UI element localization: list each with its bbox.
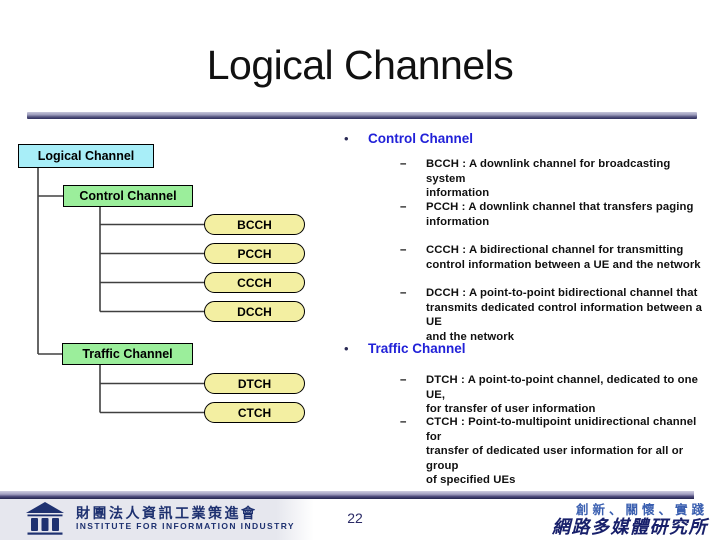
dash-icon: –: [400, 374, 407, 386]
bullet-icon: •: [344, 341, 349, 356]
footer-org-name-chinese: 財團法人資訊工業策進會: [76, 505, 258, 521]
list-item-pcch: – PCCH : A downlink channel that transfe…: [400, 200, 712, 229]
list-item-ccch: – CCCH : A bidirectional channel for tra…: [400, 243, 712, 272]
list-item-dcch: – DCCH : A point-to-point bidirectional …: [400, 286, 712, 344]
dash-icon: –: [400, 201, 407, 213]
title-divider: [27, 112, 697, 119]
list-item-dtch: – DTCH : A point-to-point channel, dedic…: [400, 373, 712, 417]
dash-icon: –: [400, 287, 407, 299]
tree-node-bcch: BCCH: [204, 214, 305, 235]
list-item-text: CTCH : Point-to-multipoint unidirectiona…: [426, 416, 697, 486]
bullet-icon: •: [344, 131, 349, 146]
section-heading-control-channel: • Control Channel: [340, 130, 473, 147]
page-title: Logical Channels: [206, 42, 514, 88]
footer-org-name-english: INSTITUTE FOR INFORMATION INDUSTRY: [76, 521, 296, 531]
dash-icon: –: [400, 416, 407, 428]
list-item-text: BCCH : A downlink channel for broadcasti…: [426, 158, 671, 199]
footer-lab-name-chinese: 網路多媒體研究所: [552, 517, 708, 538]
iii-institute-logo-icon: [26, 502, 64, 535]
section-heading-label: Control Channel: [368, 131, 473, 146]
tree-node-dcch: DCCH: [204, 301, 305, 322]
list-item-text: DTCH : A point-to-point channel, dedicat…: [426, 374, 699, 415]
footer-divider-bar: [0, 491, 694, 499]
tree-node-pcch: PCCH: [204, 243, 305, 264]
tree-node-ccch: CCCH: [204, 272, 305, 293]
tree-node-logical-channel: Logical Channel: [18, 144, 154, 168]
section-heading-traffic-channel: • Traffic Channel: [340, 340, 466, 357]
tree-node-traffic-channel: Traffic Channel: [62, 343, 193, 365]
list-item-bcch: – BCCH : A downlink channel for broadcas…: [400, 157, 712, 201]
list-item-text: PCCH : A downlink channel that transfers…: [426, 201, 694, 228]
tree-node-dtch: DTCH: [204, 373, 305, 394]
dash-icon: –: [400, 244, 407, 256]
list-item-text: CCCH : A bidirectional channel for trans…: [426, 244, 701, 271]
list-item-ctch: – CTCH : Point-to-multipoint unidirectio…: [400, 415, 712, 488]
tree-node-control-channel: Control Channel: [63, 185, 193, 207]
dash-icon: –: [400, 158, 407, 170]
section-heading-label: Traffic Channel: [368, 341, 466, 356]
footer-slogan-chinese: 創新、關懷、實踐: [575, 503, 708, 517]
list-item-text: DCCH : A point-to-point bidirectional ch…: [426, 287, 703, 343]
tree-node-ctch: CTCH: [204, 402, 305, 423]
page-number: 22: [347, 510, 363, 526]
